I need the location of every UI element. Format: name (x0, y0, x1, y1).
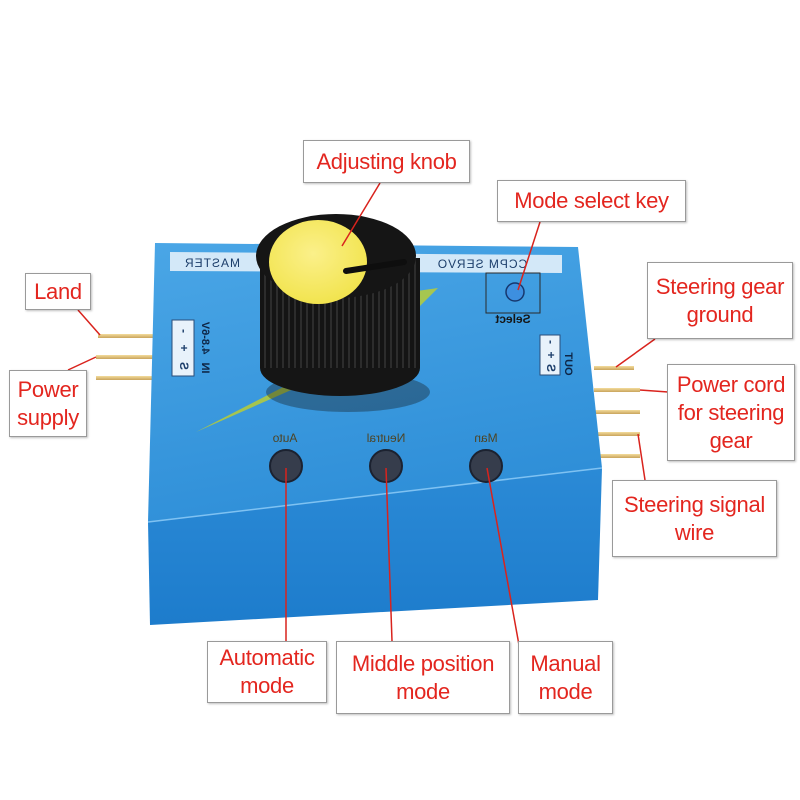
knob-yellow-cap (269, 220, 367, 304)
output-pin-label-power: + (544, 351, 558, 358)
callout-line: Middle position (351, 650, 495, 676)
select-key-label: Select (495, 312, 530, 326)
callout-mode-select-key: Mode select key (497, 180, 686, 222)
output-pin-5 (594, 454, 640, 458)
callout-line: mode (538, 678, 593, 704)
leader-middle-position-mode (385, 467, 393, 642)
output-out-label: OUT (562, 352, 574, 376)
callout-adjusting-knob: Adjusting knob (303, 140, 470, 183)
callout-line: Mode select key (514, 188, 669, 213)
output-pin-2 (594, 388, 640, 392)
mode-label-neutral: Neutral (367, 431, 406, 445)
callout-power-supply: Power supply (9, 370, 87, 437)
callout-steering-gear-ground: Steering gear ground (647, 262, 793, 339)
callout-line: Steering gear (655, 273, 785, 299)
leader-mode-select-key (517, 221, 541, 291)
banner-text-master: MASTER (184, 256, 240, 270)
manual-mode-led (469, 449, 503, 483)
input-pin-label-signal: S (177, 362, 191, 370)
callout-line: for steering (677, 399, 785, 425)
callout-line: Steering signal (623, 491, 766, 517)
callout-automatic-mode: Automatic mode (207, 641, 327, 703)
input-pin-label-power: + (177, 344, 191, 351)
input-pin-power (96, 355, 154, 359)
callout-line: Automatic (219, 645, 315, 670)
callout-line: supply (17, 404, 79, 430)
callout-line: ground (686, 301, 754, 327)
callout-line: gear (709, 427, 753, 453)
callout-line: mode (240, 673, 294, 698)
output-pin-3 (594, 410, 640, 414)
input-in-label: IN (199, 362, 211, 373)
leader-steering-signal-wire (637, 433, 646, 481)
callout-line: wire (674, 519, 715, 545)
leader-land (77, 309, 101, 336)
callout-line: mode (396, 678, 450, 704)
output-pin-1 (594, 366, 634, 370)
callout-middle-position-mode: Middle position mode (336, 641, 510, 714)
select-key-frame (485, 272, 541, 314)
callout-line: Manual (530, 650, 601, 676)
banner-text-ccpm-servo: CCPM SERVO (437, 257, 527, 271)
leader-manual-mode (486, 467, 520, 646)
leader-power-supply (67, 356, 97, 371)
callout-line: Adjusting knob (316, 148, 457, 174)
output-pin-4 (594, 432, 640, 436)
knob-pointer (343, 259, 407, 274)
select-key-button (505, 282, 525, 302)
callout-line: Land (34, 278, 82, 304)
leader-steering-gear-ground (615, 338, 656, 368)
input-pin-label-ground: - (177, 329, 191, 333)
callout-power-cord: Power cord for steering gear (667, 364, 795, 461)
output-pin-label-ground: - (544, 340, 558, 344)
output-pin-legend (539, 334, 561, 376)
leader-power-cord (639, 389, 669, 393)
input-voltage-label: 4.8-6V (199, 321, 211, 354)
callout-manual-mode: Manual mode (518, 641, 613, 714)
callout-land: Land (25, 273, 91, 310)
input-pin-signal (96, 376, 154, 380)
leader-adjusting-knob (341, 182, 381, 247)
output-pin-label-signal: S (544, 364, 558, 372)
input-pin-legend (171, 319, 195, 377)
case-front-face (148, 468, 602, 625)
callout-steering-signal-wire: Steering signal wire (612, 480, 777, 557)
callout-line: Power (17, 376, 79, 402)
mode-label-man: Man (474, 431, 497, 445)
input-pin-ground (98, 334, 154, 338)
mode-label-auto: Auto (272, 431, 297, 445)
callout-line: Power cord (676, 371, 786, 397)
case-edge (147, 467, 603, 523)
